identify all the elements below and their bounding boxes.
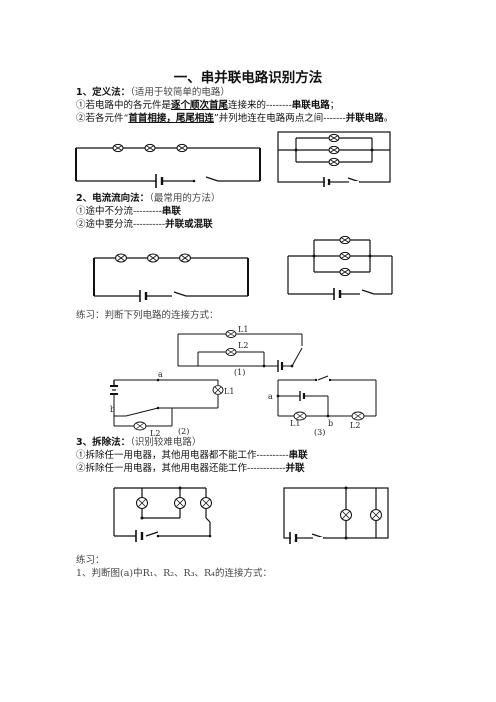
text-fragment: ②若各元件“ <box>76 113 129 124</box>
conclusion-text: 并联电路 <box>345 113 384 124</box>
text-fragment: ； <box>329 100 340 111</box>
label-l2: L2 <box>350 421 360 430</box>
practice-2-heading: 练习： <box>76 555 105 566</box>
label-a: a <box>158 370 163 379</box>
text-fragment: ①途中不分流--------- <box>76 206 162 217</box>
practice-1-prompt: 练习：判断下列电路的连接方式： <box>76 310 219 321</box>
text-fragment: ”并列地连在电路两点之间------- <box>213 113 346 124</box>
text-fragment: ②拆除任一用电器，其他用电器还能工作------------ <box>76 463 286 474</box>
practice-circuit-2: a b L1 L2 (2) <box>110 370 234 438</box>
section-2-heading-line: 2、电流流向法：（最常用的方法） <box>76 193 220 205</box>
section-3-heading-line: 3、拆除法：（识别较难电路） <box>76 437 201 449</box>
caption-2: (2) <box>178 427 189 436</box>
caption-3: (3) <box>314 428 325 437</box>
emphasis-text: 逐个顺次首尾 <box>171 100 229 111</box>
caption-1: (1) <box>234 368 245 377</box>
text-fragment: ①若电路中的各元件是 <box>76 100 172 111</box>
text-fragment: ①拆除任一用电器，其他用电器都不能工作---------- <box>76 450 289 461</box>
conclusion-text: 并联 <box>285 463 305 474</box>
section-3-line-2: ②拆除任一用电器，其他用电器还能工作------------并联 <box>76 463 305 475</box>
question-1: 1、判断图(a)中R₁、R₂、R₃、R₄的连接方式： <box>76 568 272 579</box>
parallel-circuit-diagram-2 <box>287 235 393 300</box>
removal-circuit-diagram-1 <box>113 486 212 542</box>
text-fragment: 连接来的-------- <box>228 100 292 111</box>
label-b: b <box>328 419 333 428</box>
text-fragment: 。 <box>383 113 394 124</box>
section-3-heading: 3、拆除法： <box>76 437 131 448</box>
label-l1: L1 <box>290 419 300 428</box>
label-l1: L1 <box>224 387 234 396</box>
conclusion-text: 并联或混联 <box>165 219 213 230</box>
removal-circuit-diagram-2 <box>283 486 389 544</box>
parallel-circuit-diagram-1 <box>277 131 391 187</box>
section-2-line-2: ②途中要分流----------并联或混联 <box>76 219 213 231</box>
label-a: a <box>268 392 273 401</box>
section-1-line-1: ①若电路中的各元件是逐个顺次首尾连接来的--------串联电路； <box>76 100 339 112</box>
label-l2: L2 <box>238 341 248 350</box>
conclusion-text: 串联 <box>288 450 308 461</box>
section-2-line-1: ①途中不分流---------串联 <box>76 206 181 218</box>
conclusion-text: 串联 <box>161 206 181 217</box>
emphasis-text: 首首相接，尾尾相连 <box>128 113 214 124</box>
text-fragment: ②途中要分流---------- <box>76 219 166 230</box>
section-1-note: （适用于较简单的电路） <box>130 87 230 98</box>
section-1-line-2: ②若各元件“首首相接，尾尾相连”并列地连在电路两点之间-------并联电路。 <box>76 113 393 125</box>
section-3-line-1: ①拆除任一用电器，其他用电器都不能工作----------串联 <box>76 450 308 462</box>
section-1-heading-line: 1、定义法：（适用于较简单的电路） <box>76 87 230 99</box>
label-b: b <box>110 405 115 414</box>
practice-circuit-1: L1 L2 (1) <box>177 325 303 377</box>
section-1-heading: 1、定义法： <box>76 87 131 98</box>
series-circuit-diagram-2 <box>93 253 249 302</box>
section-3-note: （识别较难电路） <box>130 437 202 448</box>
label-l1: L1 <box>238 325 248 334</box>
section-2-note: （最常用的方法） <box>149 193 221 204</box>
page-title: 一、串并联电路识别方法 <box>173 70 323 86</box>
conclusion-text: 串联电路 <box>291 100 330 111</box>
label-l2: L2 <box>150 429 160 438</box>
series-circuit-diagram-1 <box>75 143 261 188</box>
practice-circuit-3: a b L1 L2 (3) <box>268 375 377 437</box>
section-2-heading: 2、电流流向法： <box>76 193 150 204</box>
